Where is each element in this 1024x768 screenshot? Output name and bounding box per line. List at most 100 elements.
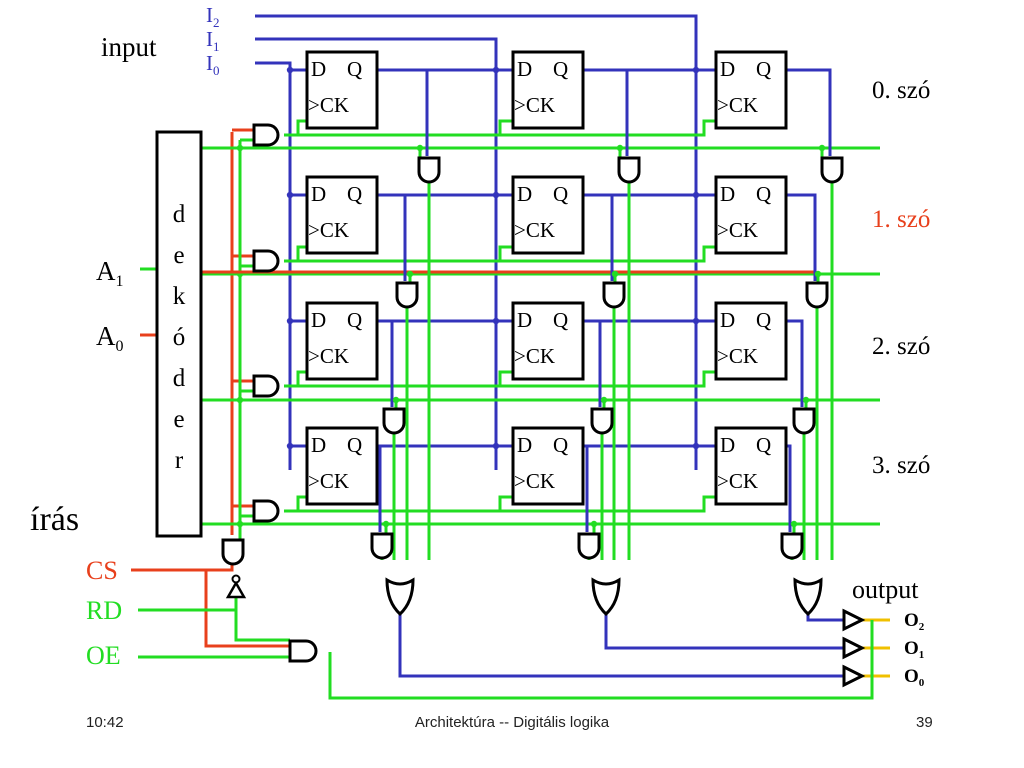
flip-flop xyxy=(714,175,788,255)
q-output-wire xyxy=(583,319,602,407)
footer-time: 10:42 xyxy=(86,714,124,731)
and-gate xyxy=(252,123,280,147)
junction-dot xyxy=(406,270,414,278)
junction-dot xyxy=(600,396,608,404)
flip-flop-ck-label: >CK xyxy=(308,344,349,368)
rd-wire xyxy=(234,610,290,642)
address-a1-label: A1 xyxy=(96,256,124,290)
flip-flop-q-label: Q xyxy=(756,308,771,332)
read-and-gate xyxy=(382,407,406,435)
clock-line xyxy=(284,495,307,513)
output-enable-gate xyxy=(288,639,318,663)
junction-dot xyxy=(416,144,424,152)
junction-dot xyxy=(818,144,826,152)
control-label-rd: RD xyxy=(86,596,122,625)
decoder-letter: d xyxy=(173,201,186,228)
flip-flop xyxy=(305,175,379,255)
flip-flop xyxy=(714,50,788,130)
flip-flop-ck-label: >CK xyxy=(717,93,758,117)
flip-flop-d-label: D xyxy=(517,57,532,81)
read-and-gate xyxy=(820,156,844,184)
flip-flop-ck-label: >CK xyxy=(308,469,349,493)
flip-flop-d-label: D xyxy=(517,182,532,206)
inverter xyxy=(225,580,247,599)
flip-flop xyxy=(511,426,585,506)
flip-flop xyxy=(305,426,379,506)
junction-dot xyxy=(382,520,390,528)
or-gate xyxy=(793,577,823,617)
read-and-gate xyxy=(590,407,614,435)
q-output-wire xyxy=(786,68,832,156)
input-label: input xyxy=(101,32,157,62)
input-label-i0: I0 xyxy=(206,51,220,78)
word-label: 1. szó xyxy=(872,206,930,233)
output-label-o0: O0 xyxy=(904,666,925,689)
flip-flop-ck-label: >CK xyxy=(717,218,758,242)
clock-line xyxy=(298,245,513,263)
input-label-i1: I1 xyxy=(206,27,220,54)
or-out-wire xyxy=(604,614,844,650)
flip-flop-ck-label: >CK xyxy=(514,344,555,368)
input-label-i2: I2 xyxy=(206,3,220,30)
decoder-letter: r xyxy=(175,447,184,474)
flip-flop xyxy=(305,50,379,130)
junction-dot xyxy=(814,270,822,278)
flip-flop-d-label: D xyxy=(517,433,532,457)
flip-flop-q-label: Q xyxy=(553,182,568,206)
q-output-wire xyxy=(377,68,429,156)
flip-flop-ck-label: >CK xyxy=(717,344,758,368)
read-and-gate xyxy=(792,407,816,435)
clock-line xyxy=(298,119,513,137)
word-label: 3. szó xyxy=(872,452,930,479)
junction-dot xyxy=(236,396,244,404)
write-and-gate xyxy=(221,538,245,566)
clock-line xyxy=(284,370,307,388)
flip-flop xyxy=(305,301,379,381)
address-a0-label: A0 xyxy=(96,321,124,355)
flip-flop xyxy=(714,426,788,506)
clock-line xyxy=(298,370,513,388)
flip-flop-ck-label: >CK xyxy=(308,93,349,117)
flip-flop xyxy=(511,175,585,255)
flip-flop-d-label: D xyxy=(517,308,532,332)
junction-dot xyxy=(802,396,810,404)
input-line xyxy=(255,61,292,470)
junction-dot xyxy=(590,520,598,528)
flip-flop-q-label: Q xyxy=(553,308,568,332)
junction-dot xyxy=(611,270,619,278)
footer-title: Architektúra -- Digitális logika xyxy=(414,714,610,731)
flip-flop xyxy=(511,301,585,381)
read-and-gate xyxy=(602,281,626,309)
flip-flop-ck-label: >CK xyxy=(514,469,555,493)
control-label-oe: OE xyxy=(86,641,121,670)
decoder-box xyxy=(155,130,203,538)
clock-line xyxy=(500,119,716,137)
q-output-wire xyxy=(377,193,407,281)
flip-flop-q-label: Q xyxy=(347,308,362,332)
flip-flop-ck-label: >CK xyxy=(308,218,349,242)
junction-dot xyxy=(236,520,244,528)
output-label: output xyxy=(852,575,919,604)
read-and-gate xyxy=(577,532,601,560)
tristate-buffer xyxy=(842,608,866,632)
write-label: írás xyxy=(30,501,79,538)
q-output-wire xyxy=(583,68,629,156)
flip-flop-d-label: D xyxy=(311,182,326,206)
junction-dot xyxy=(286,317,294,325)
q-output-wire xyxy=(583,193,614,281)
flip-flop xyxy=(714,301,788,381)
junction-dot xyxy=(236,144,244,152)
junction-dot xyxy=(286,66,294,74)
word-label: 0. szó xyxy=(872,77,930,104)
or-gate xyxy=(385,577,415,617)
oe-enable-wire xyxy=(328,620,874,700)
and-gate xyxy=(252,374,280,398)
flip-flop-q-label: Q xyxy=(756,433,771,457)
or-out-wire xyxy=(806,614,844,622)
read-and-gate xyxy=(417,156,441,184)
inverter-bubble xyxy=(231,574,241,584)
clock-line xyxy=(284,119,307,137)
tristate-buffer xyxy=(842,636,866,660)
